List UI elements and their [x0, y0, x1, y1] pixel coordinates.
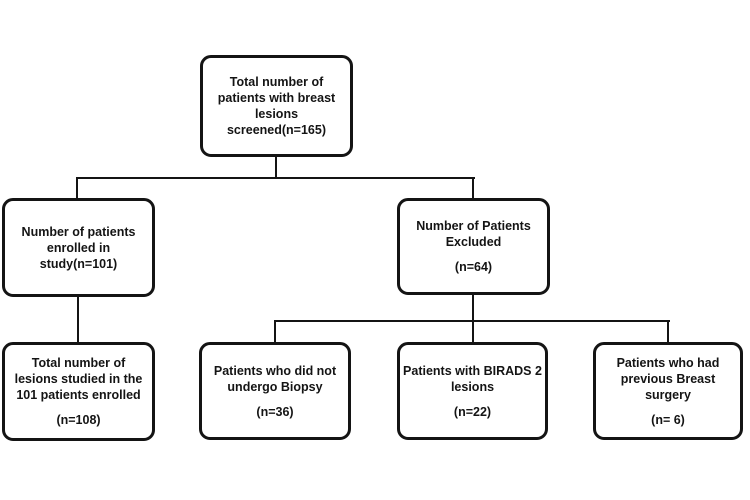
node-lesions-studied-label: Total number of lesions studied in the 1… — [14, 356, 143, 402]
node-previous-surgery-label: Patients who had previous Breast surgery — [616, 355, 720, 402]
connector-level2-horizontal — [76, 177, 475, 179]
node-lesions-studied: Total number of lesions studied in the 1… — [2, 342, 155, 441]
connector-excluded-drop — [472, 177, 474, 198]
node-screened: Total number of patients with breast les… — [200, 55, 353, 157]
node-birads2-label: Patients with BIRADS 2 lesions — [403, 363, 542, 394]
node-enrolled-label: Number of patients enrolled in study(n=1… — [21, 224, 136, 271]
node-birads2: Patients with BIRADS 2 lesions (n=22) — [397, 342, 548, 440]
connector-enrolled-to-lesions — [77, 297, 79, 342]
node-screened-label: Total number of patients with breast les… — [217, 75, 336, 137]
node-no-biopsy-count: (n=36) — [256, 404, 294, 419]
node-excluded: Number of Patients Excluded (n=64) — [397, 198, 550, 295]
node-no-biopsy-label: Patients who did not undergo Biopsy — [213, 363, 337, 394]
connector-no-biopsy-drop — [274, 320, 276, 342]
node-lesions-studied-count: (n=108) — [56, 413, 101, 427]
node-previous-surgery: Patients who had previous Breast surgery… — [593, 342, 743, 440]
connector-excluded-down — [472, 295, 474, 322]
node-birads2-count: (n=22) — [453, 404, 492, 419]
node-excluded-label: Number of Patients Excluded — [416, 219, 531, 249]
node-no-biopsy: Patients who did not undergo Biopsy (n=3… — [199, 342, 351, 440]
connector-surgery-drop — [667, 320, 669, 342]
node-excluded-count: (n=64) — [454, 260, 493, 274]
node-enrolled: Number of patients enrolled in study(n=1… — [2, 198, 155, 297]
connector-top-drop — [275, 157, 277, 179]
connector-enrolled-drop — [76, 177, 78, 198]
node-previous-surgery-count: (n= 6) — [651, 412, 685, 427]
connector-birads2-drop — [472, 320, 474, 342]
